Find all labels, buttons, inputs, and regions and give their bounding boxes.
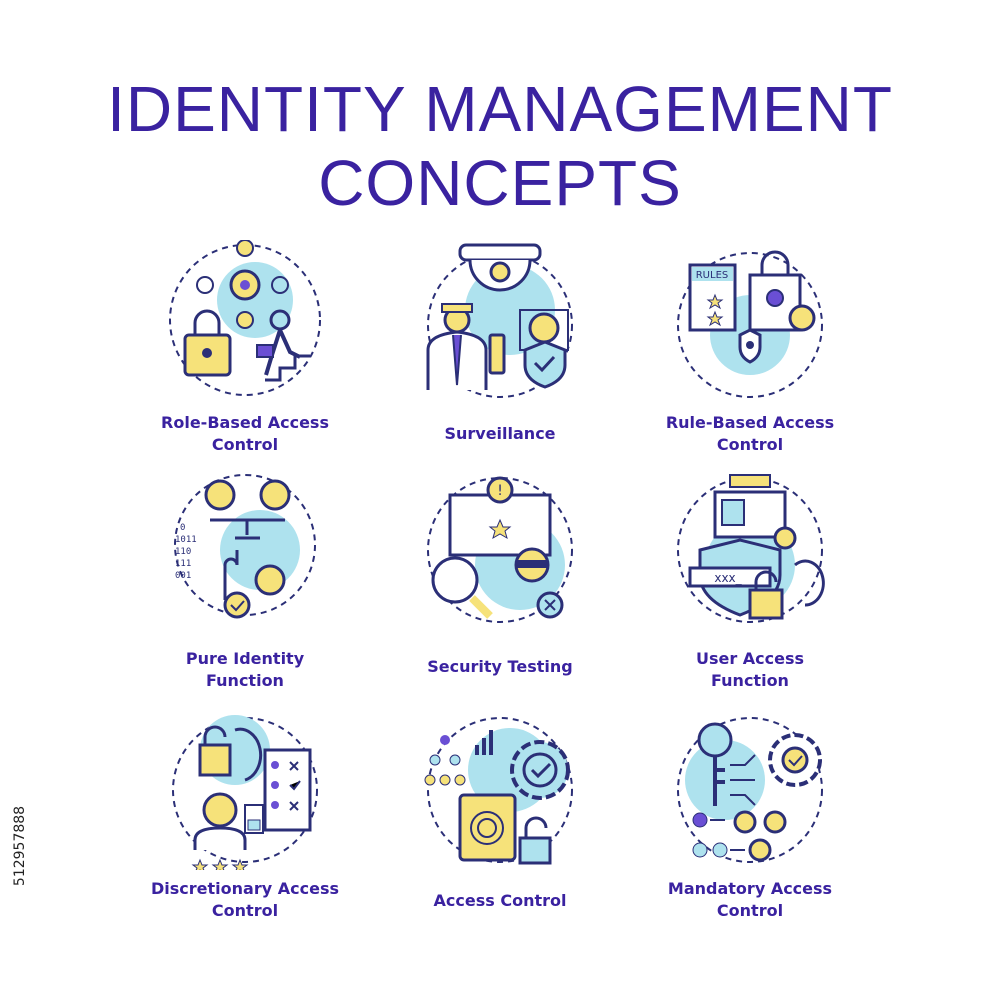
concept-label-line1: Mandatory Access: [667, 879, 833, 898]
svg-text:0: 0: [180, 523, 185, 533]
svg-text:001: 001: [175, 571, 191, 581]
concept-card-surveillance: Surveillance: [370, 240, 630, 470]
concept-label-line1: User Access: [695, 649, 805, 668]
concept-card-pure-identity: 0 1011 110 111 001 Pure Identity Functio…: [115, 470, 375, 700]
svg-text:!: !: [497, 483, 503, 499]
concept-label-line1: Security Testing: [427, 657, 573, 676]
concept-card-user-access: xxx_ User Access Function: [620, 470, 880, 700]
role-based-access-icon: [169, 240, 321, 396]
concept-label-line2: Function: [711, 671, 789, 690]
svg-text:RULES: RULES: [696, 270, 729, 281]
access-control-gear-icon: [424, 717, 573, 865]
concept-label-line1: Surveillance: [444, 424, 556, 443]
identity-scale-icon: 0 1011 110 111 001: [174, 474, 316, 619]
concept-card-role-based: Role-Based Access Control: [115, 240, 375, 470]
svg-text:1011: 1011: [175, 535, 197, 545]
security-testing-icon: !: [427, 476, 573, 623]
concept-label-line1: Discretionary Access: [151, 879, 339, 898]
svg-text:111: 111: [175, 559, 191, 569]
page-subtitle: CONCEPTS: [318, 147, 682, 219]
concept-label-line2: Control: [211, 435, 279, 454]
page-title: IDENTITY MANAGEMENT: [107, 73, 893, 145]
concept-label-line2: Control: [716, 435, 784, 454]
svg-text:xxx_: xxx_: [714, 571, 742, 585]
stock-id-watermark: 512957888: [10, 748, 30, 948]
concept-label-line1: Pure Identity: [185, 649, 305, 668]
svg-text:110: 110: [175, 547, 191, 557]
concept-label-line1: Rule-Based Access: [665, 413, 835, 432]
mandatory-access-key-icon: [677, 717, 823, 863]
concept-label-line2: Control: [211, 901, 279, 920]
discretionary-access-icon: [172, 715, 318, 870]
concept-card-mandatory: Mandatory Access Control: [620, 710, 880, 940]
concept-label-line2: Control: [716, 901, 784, 920]
concept-label-line2: Function: [206, 671, 284, 690]
surveillance-camera-icon: [426, 243, 573, 398]
concept-card-rule-based: RULES Rule-Based Access Control: [620, 240, 880, 470]
concept-card-security-testing: ! Security Testing: [370, 470, 630, 700]
concept-card-discretionary: Discretionary Access Control: [115, 710, 375, 940]
concept-label-line1: Access Control: [433, 891, 567, 910]
rules-document-icon: RULES: [677, 250, 823, 398]
concept-label-line1: Role-Based Access: [161, 413, 329, 432]
user-access-icon: xxx_: [677, 474, 825, 623]
concept-card-access-control: Access Control: [370, 710, 630, 940]
stock-id-text: 512957888: [12, 805, 28, 887]
